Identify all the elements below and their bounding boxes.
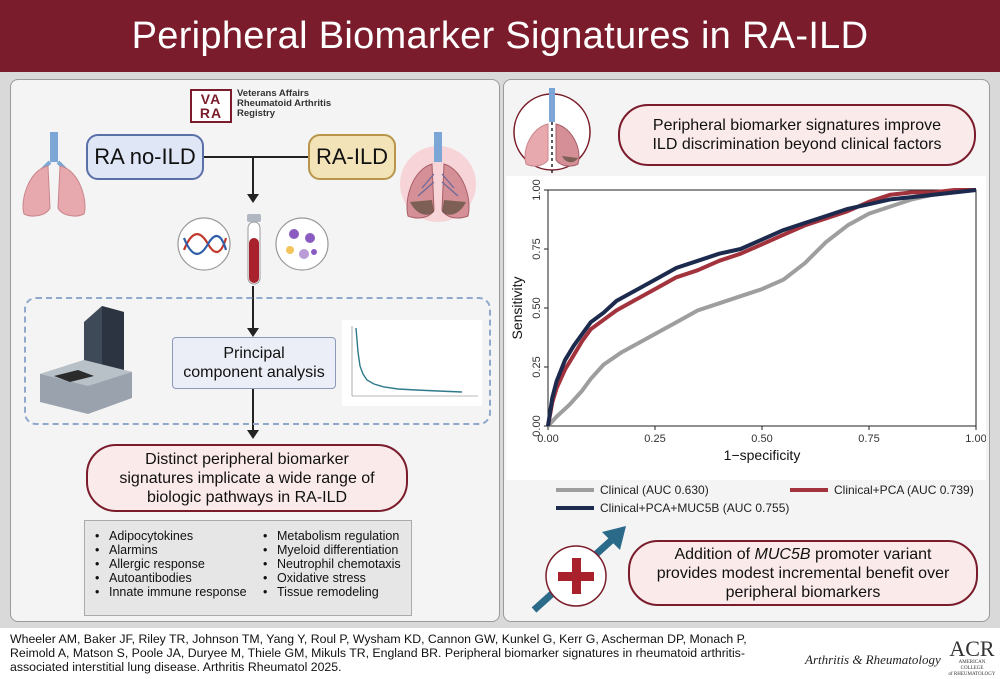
legend-swatch xyxy=(790,488,828,492)
finding-text: Addition of xyxy=(674,545,755,563)
x-tick-label: 0.50 xyxy=(751,433,772,445)
vara-registry-name: Veterans Affairs Rheumatoid Arthritis Re… xyxy=(237,89,377,119)
group-ra-no-ild: RA no-ILD xyxy=(86,134,204,180)
legend-label: Clinical+PCA+MUC5B (AUC 0.755) xyxy=(600,501,790,515)
y-tick-label: 0.25 xyxy=(531,356,543,377)
finding-line: Distinct peripheral biomarker xyxy=(145,450,349,468)
legend-label: Clinical+PCA (AUC 0.739) xyxy=(834,483,974,497)
vara-logo-line2: RA xyxy=(199,105,223,121)
finding-line: biologic pathways in RA-ILD xyxy=(146,488,348,506)
assay-instrument-icon xyxy=(40,306,132,414)
protein-icon xyxy=(275,217,329,271)
finding-line: signatures implicate a wide range of xyxy=(119,469,375,487)
x-tick-label: 0.75 xyxy=(858,433,879,445)
legend-swatch xyxy=(556,506,594,510)
acr-logo: ACR AMERICAN COLLEGE of RHEUMATOLOGY xyxy=(948,638,996,678)
legend-swatch xyxy=(556,488,594,492)
pathway-item: Innate immune response xyxy=(97,585,247,599)
pathway-item: Autoantibodies xyxy=(97,571,247,585)
analysis-region xyxy=(24,297,491,425)
pathway-item: Tissue remodeling xyxy=(265,585,401,599)
acr-logo-text: ACR xyxy=(949,636,995,661)
legend-item-clinical-pca: Clinical+PCA (AUC 0.739) xyxy=(790,483,974,497)
acr-logo-subtext: of RHEUMATOLOGY xyxy=(948,672,996,677)
chart-background xyxy=(506,176,986,480)
finding-line: provides modest incremental benefit over xyxy=(656,564,950,582)
healthy-lungs-icon xyxy=(22,132,86,217)
pathway-list-col2: Metabolism regulation Myeloid differenti… xyxy=(265,529,401,599)
y-tick-label: 0.00 xyxy=(531,415,543,436)
x-tick-label: 0.25 xyxy=(644,433,665,445)
x-axis-label: 1−specificity xyxy=(724,447,801,463)
dna-icon xyxy=(177,217,231,271)
pathway-item: Neutrophil chemotaxis xyxy=(265,557,401,571)
roc-series-line-0 xyxy=(546,188,977,428)
pca-label-line: Principal xyxy=(223,345,285,362)
finding-line: peripheral biomarkers xyxy=(725,583,881,601)
header-banner: Peripheral Biomarker Signatures in RA-IL… xyxy=(0,0,1000,72)
pca-label-line: component analysis xyxy=(183,364,325,381)
pathway-item: Allergic response xyxy=(97,557,247,571)
pathway-item: Metabolism regulation xyxy=(265,529,401,543)
pca-step: Principal component analysis xyxy=(172,337,336,389)
pathway-item: Oxidative stress xyxy=(265,571,401,585)
blood-tube-icon xyxy=(247,214,261,285)
scree-plot-thumbnail xyxy=(342,320,482,406)
incremental-benefit-icon xyxy=(531,526,626,613)
fibrotic-lungs-icon xyxy=(400,132,476,222)
x-tick-label: 1.00 xyxy=(965,433,986,445)
legend-label: Clinical (AUC 0.630) xyxy=(600,483,709,497)
acr-logo-subtext: AMERICAN COLLEGE xyxy=(958,660,986,671)
roc-series-line-2 xyxy=(546,188,977,427)
group-ra-ild: RA-ILD xyxy=(308,134,396,180)
pathway-list: Adipocytokines Alarmins Allergic respons… xyxy=(84,520,412,616)
y-tick-label: 1.00 xyxy=(531,179,543,200)
y-tick-label: 0.50 xyxy=(531,297,543,318)
pathway-item: Alarmins xyxy=(97,543,247,557)
vara-text-line: Registry xyxy=(237,108,276,119)
vara-logo-line1: VA xyxy=(200,91,222,107)
page-title: Peripheral Biomarker Signatures in RA-IL… xyxy=(131,14,869,57)
gene-name: MUC5B xyxy=(754,545,811,563)
y-tick-label: 0.75 xyxy=(531,238,543,259)
roc-chart: 0.000.00 0.25 0.25 0.50 0.50 0.75 0.75 1.00 1.00… xyxy=(506,176,986,480)
pathway-item: Myeloid differentiation xyxy=(265,543,401,557)
vara-text-line: Veterans Affairs xyxy=(237,88,309,99)
muc5b-finding-line1: Addition of MUC5B promoter variant xyxy=(657,545,950,564)
finding-line: Peripheral biomarker signatures improve xyxy=(652,117,942,134)
finding-line: ILD discrimination beyond clinical facto… xyxy=(652,136,942,153)
lung-compare-icon xyxy=(513,88,591,180)
roc-series-line-1 xyxy=(546,188,976,427)
muc5b-finding: Addition of MUC5B promoter variant provi… xyxy=(628,540,978,606)
x-tick-label: 0.00 xyxy=(537,433,558,445)
y-axis-label: Sensitivity xyxy=(509,276,525,339)
biomarker-finding: Distinct peripheral biomarker signatures… xyxy=(86,444,408,512)
vara-logo: VA RA xyxy=(190,89,232,123)
citation: Wheeler AM, Baker JF, Riley TR, Johnson … xyxy=(10,632,747,674)
journal-name: Arthritis & Rheumatology xyxy=(805,652,941,667)
legend-item-clinical-pca-muc5b: Clinical+PCA+MUC5B (AUC 0.755) xyxy=(556,501,789,515)
legend-item-clinical: Clinical (AUC 0.630) xyxy=(556,483,709,497)
group-ra-no-ild-label: RA no-ILD xyxy=(94,144,196,169)
pathway-list-col1: Adipocytokines Alarmins Allergic respons… xyxy=(97,529,247,599)
group-ra-ild-label: RA-ILD xyxy=(315,144,389,169)
pathway-item: Adipocytokines xyxy=(97,529,247,543)
finding-text: promoter variant xyxy=(810,545,932,563)
discrimination-finding: Peripheral biomarker signatures improve … xyxy=(618,104,976,166)
vara-text-line: Rheumatoid Arthritis xyxy=(237,98,332,109)
